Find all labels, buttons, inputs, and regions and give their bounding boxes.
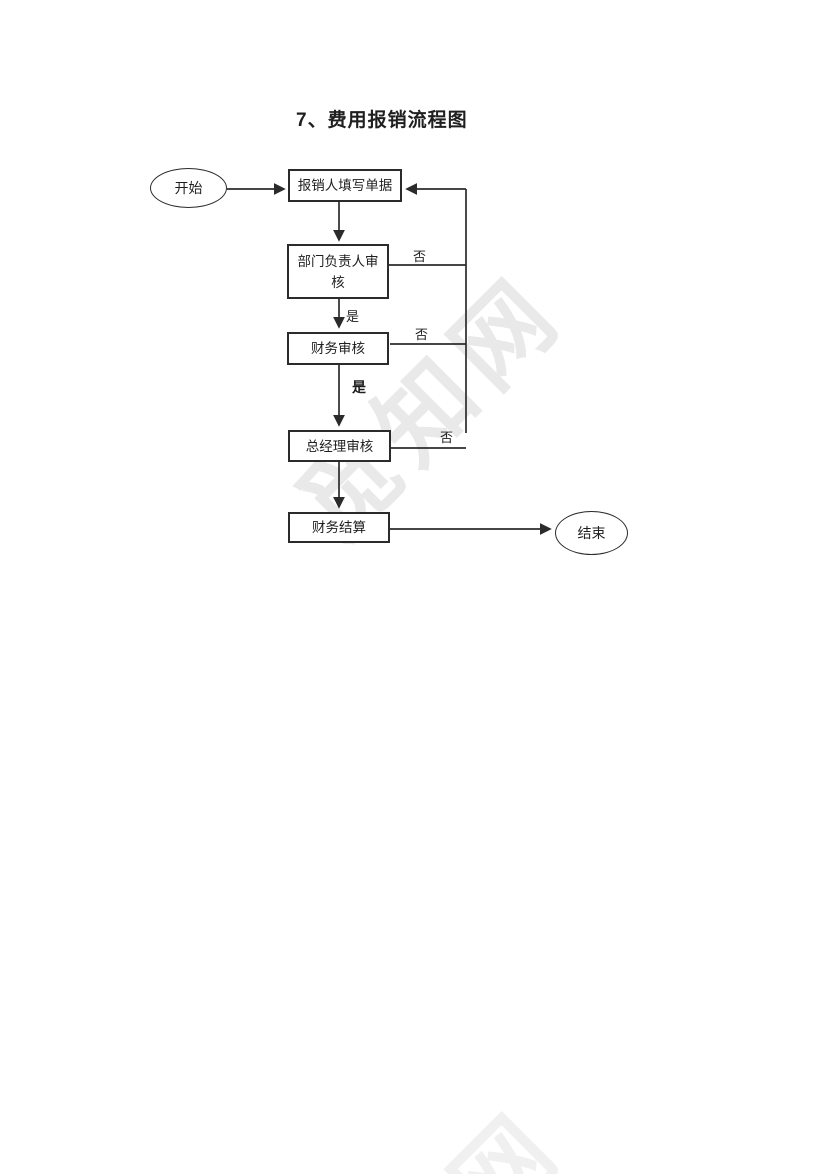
node-finance-review-label: 财务审核 xyxy=(311,341,365,356)
node-settlement: 财务结算 xyxy=(288,512,390,543)
edge-label-gm-no: 否 xyxy=(440,430,454,445)
node-start-label: 开始 xyxy=(174,179,203,196)
page-title: 7、费用报销流程图 xyxy=(296,110,468,131)
edge-label-finance-no: 否 xyxy=(415,327,429,342)
node-gm-review-label: 总经理审核 xyxy=(305,438,374,454)
edge-label-finance-yes: 是 xyxy=(352,379,366,395)
node-end-label: 结束 xyxy=(577,524,606,541)
node-gm-review: 总经理审核 xyxy=(288,430,391,462)
node-dept-review: 部门负责人审 核 xyxy=(287,244,389,299)
node-finance-review: 财务审核 xyxy=(287,332,389,365)
node-dept-review-label: 部门负责人审 核 xyxy=(297,253,379,290)
edge-label-dept-no: 否 xyxy=(413,249,427,264)
node-fill-form: 报销人填写单据 xyxy=(288,169,402,202)
node-end: 结束 xyxy=(555,511,628,555)
node-settlement-label: 财务结算 xyxy=(312,520,366,535)
node-fill-form-label: 报销人填写单据 xyxy=(297,178,393,193)
edge-label-dept-yes: 是 xyxy=(346,309,360,324)
node-start: 开始 xyxy=(150,168,227,208)
